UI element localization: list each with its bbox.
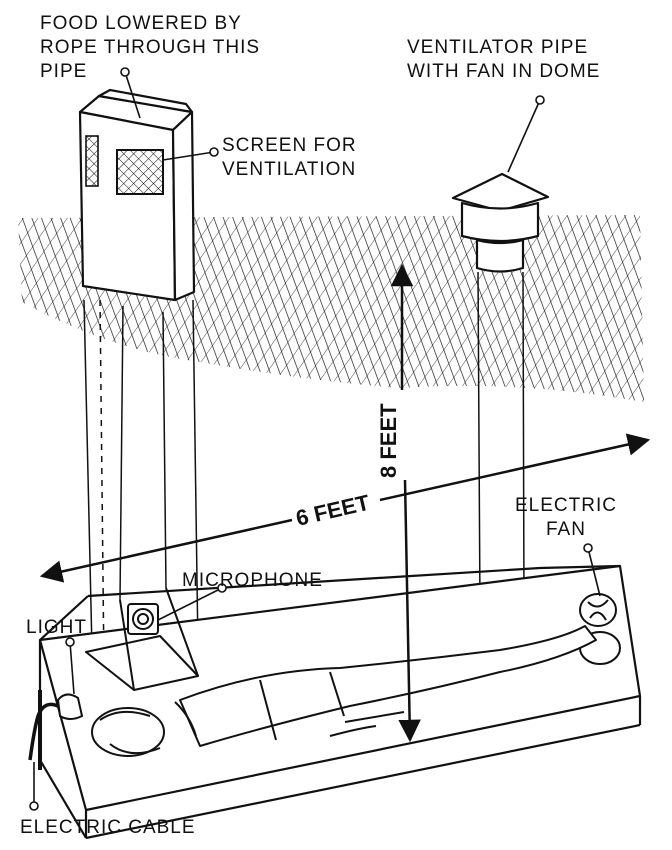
- callout-leaders: [29, 67, 601, 811]
- height-arrow-lower: [398, 479, 421, 743]
- side-vent-panel: [85, 135, 99, 187]
- length-arrow-left: [39, 518, 293, 583]
- light-fixture: [38, 690, 84, 770]
- light-label: LIGHT: [26, 617, 87, 638]
- electric-cable-line: [28, 702, 59, 761]
- ventilator-dome: [451, 172, 550, 273]
- food-chute: [85, 587, 199, 691]
- person-figure: [91, 625, 597, 757]
- length-arrow-right: [379, 433, 651, 502]
- height-label: 8 FEET: [376, 403, 401, 478]
- electric-fan-label: ELECTRIC FAN: [515, 495, 617, 540]
- screen-label: SCREEN FOR VENTILATION: [222, 135, 357, 180]
- food-pipe-label: FOOD LOWERED BY ROPE THROUGH THIS PIPE: [40, 13, 261, 82]
- electric-cable-label: ELECTRIC CABLE: [20, 817, 196, 838]
- screen-vent-panel: [116, 149, 164, 195]
- food-pipe-shaft: [83, 299, 199, 671]
- fan-device: [579, 593, 621, 665]
- microphone-label: MICROPHONE: [182, 570, 323, 591]
- microphone-device: [127, 603, 159, 635]
- ventilator-pipe-label: VENTILATOR PIPE WITH FAN IN DOME: [407, 37, 601, 82]
- length-label: 6 FEET: [294, 490, 373, 531]
